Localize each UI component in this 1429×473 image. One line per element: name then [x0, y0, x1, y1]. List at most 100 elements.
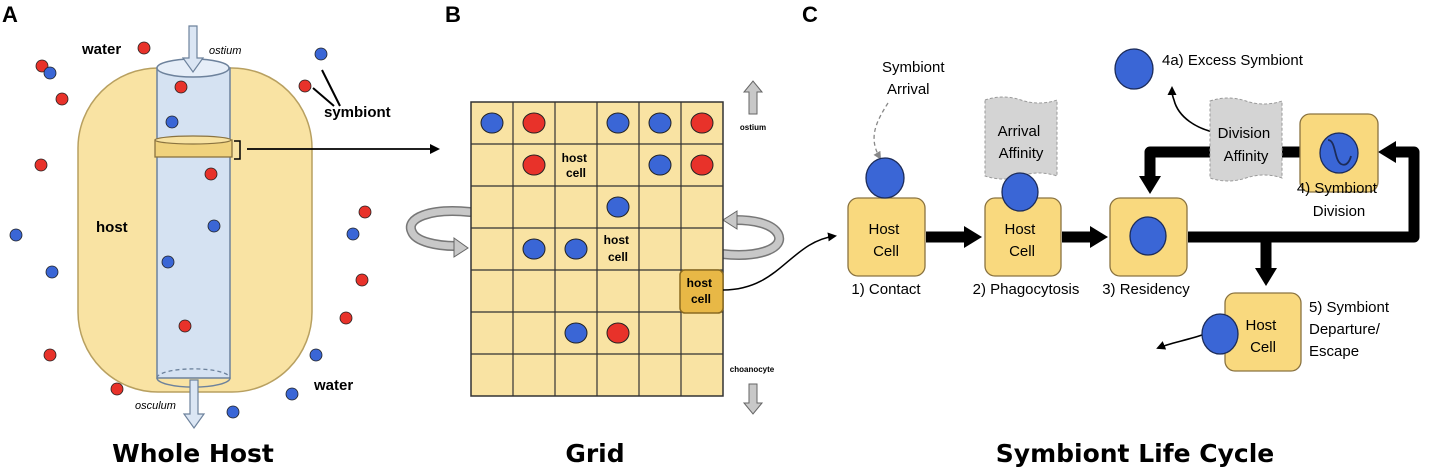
symbiont-label: symbiont	[324, 104, 391, 121]
arrow-b-to-c	[722, 232, 837, 291]
red-symbiont	[34, 158, 48, 172]
blue-symbiont	[522, 238, 546, 260]
loop-to-division-head	[1378, 141, 1396, 163]
rotation-arrow-left-fill	[407, 207, 474, 250]
step-contact-label: 1) Contact	[851, 281, 921, 298]
blue-symbiont	[606, 196, 630, 218]
flow-1-2-head	[964, 226, 982, 248]
division-back-head	[1139, 176, 1161, 194]
symbionts-a	[9, 41, 372, 419]
red-symbiont	[522, 112, 546, 134]
up-arrow-ostium	[742, 80, 764, 115]
rotation-arrowhead-left	[453, 237, 469, 258]
blue-symbiont	[564, 238, 588, 260]
symbiont-resident	[1129, 216, 1167, 256]
outflow-arrow	[182, 379, 206, 430]
down-arrow-choanocyte	[742, 383, 764, 415]
symbiont-arrival-label: Symbiont Arrival	[882, 59, 949, 98]
grid-host-cell-label-1: host cell	[562, 151, 591, 180]
ring-bracket	[234, 140, 241, 160]
blue-symbiont	[207, 219, 221, 233]
blue-symbiont	[648, 112, 672, 134]
departure-arrow	[1156, 333, 1206, 350]
red-symbiont	[522, 154, 546, 176]
osculum-label: osculum	[135, 400, 176, 412]
division-affinity-flag	[1209, 97, 1283, 182]
panel-b: B	[405, 2, 837, 468]
red-symbiont	[178, 319, 192, 333]
loop-to-division	[1188, 146, 1420, 243]
step-phagocytosis-label: 2) Phagocytosis	[973, 281, 1080, 298]
step-departure-label: 5) Symbiont Departure/ Escape	[1309, 299, 1393, 360]
arrival-affinity-label: Arrival Affinity	[998, 123, 1045, 162]
arrival-dashed-arrow	[873, 102, 889, 160]
blue-symbiont	[606, 112, 630, 134]
host-cell-5-label: Host Cell	[1245, 317, 1280, 356]
excess-symbiont	[1114, 48, 1154, 90]
blue-symbiont	[346, 227, 360, 241]
branch-to-departure-head	[1255, 268, 1277, 286]
blue-symbiont	[9, 228, 23, 242]
grid-host-cell-label-2: host cell	[604, 233, 633, 264]
host-cell-2-label: Host Cell	[1004, 221, 1039, 260]
panel-a-letter: A	[2, 2, 18, 27]
ring-slice-top	[154, 135, 232, 145]
grid-host-cell-label-3: host cell	[687, 276, 716, 306]
caption-b: Grid	[565, 439, 624, 468]
symbiont-pointer-1	[321, 69, 341, 107]
arrival-affinity-flag	[984, 96, 1058, 180]
red-symbiont	[174, 80, 188, 94]
blue-symbiont	[564, 322, 588, 344]
red-symbiont	[690, 112, 714, 134]
blue-symbiont	[648, 154, 672, 176]
inflow-arrow	[181, 25, 205, 74]
blue-symbiont	[165, 115, 179, 129]
water-bottom-label: water	[313, 377, 353, 394]
host-cell-1-label: Host Cell	[868, 221, 903, 260]
grid-ostium-label: ostium	[740, 123, 766, 132]
blue-symbiont	[43, 66, 57, 80]
red-symbiont	[355, 273, 369, 287]
division-line-icon	[1327, 139, 1352, 166]
panel-a: A	[2, 2, 440, 468]
excess-symbiont-arrow	[1167, 86, 1224, 135]
red-symbiont	[204, 167, 218, 181]
red-symbiont	[606, 322, 630, 344]
blue-symbiont	[314, 47, 328, 61]
excess-symbiont-label: 4a) Excess Symbiont	[1162, 52, 1304, 69]
symbiont-dividing	[1319, 132, 1359, 174]
red-symbiont	[110, 382, 124, 396]
blue-symbiont	[480, 112, 504, 134]
red-symbiont	[358, 205, 372, 219]
channel-bottom-dashed-arc	[156, 368, 231, 379]
symbiont-contact	[865, 157, 905, 199]
flow-2-3-head	[1090, 226, 1108, 248]
panel-b-letter: B	[445, 2, 461, 27]
red-symbiont	[137, 41, 151, 55]
highlighted-host-cell	[679, 269, 724, 314]
water-top-label: water	[81, 41, 121, 58]
blue-symbiont	[309, 348, 323, 362]
red-symbiont	[43, 348, 57, 362]
division-affinity-label: Division Affinity	[1218, 125, 1275, 165]
symbiont-phagocytosis	[1001, 172, 1039, 212]
symbiont-pointer-2	[312, 87, 335, 107]
grid-symbionts	[480, 112, 714, 344]
blue-symbiont	[285, 387, 299, 401]
red-symbiont	[35, 59, 49, 73]
blue-symbiont	[161, 255, 175, 269]
blue-symbiont	[45, 265, 59, 279]
departing-symbiont	[1201, 313, 1239, 355]
red-symbiont	[339, 311, 353, 325]
grid-choanocyte-label: choanocyte	[730, 365, 775, 374]
blue-symbiont	[226, 405, 240, 419]
red-symbiont	[690, 154, 714, 176]
host-label: host	[96, 219, 128, 236]
panel-c: C Arrival Affinity Division Affinity	[802, 2, 1420, 468]
caption-a: Whole Host	[112, 439, 274, 468]
red-symbiont	[55, 92, 69, 106]
rotation-arrow-right-fill	[718, 216, 783, 259]
step-residency-label: 3) Residency	[1102, 281, 1190, 298]
red-symbiont	[298, 79, 312, 93]
